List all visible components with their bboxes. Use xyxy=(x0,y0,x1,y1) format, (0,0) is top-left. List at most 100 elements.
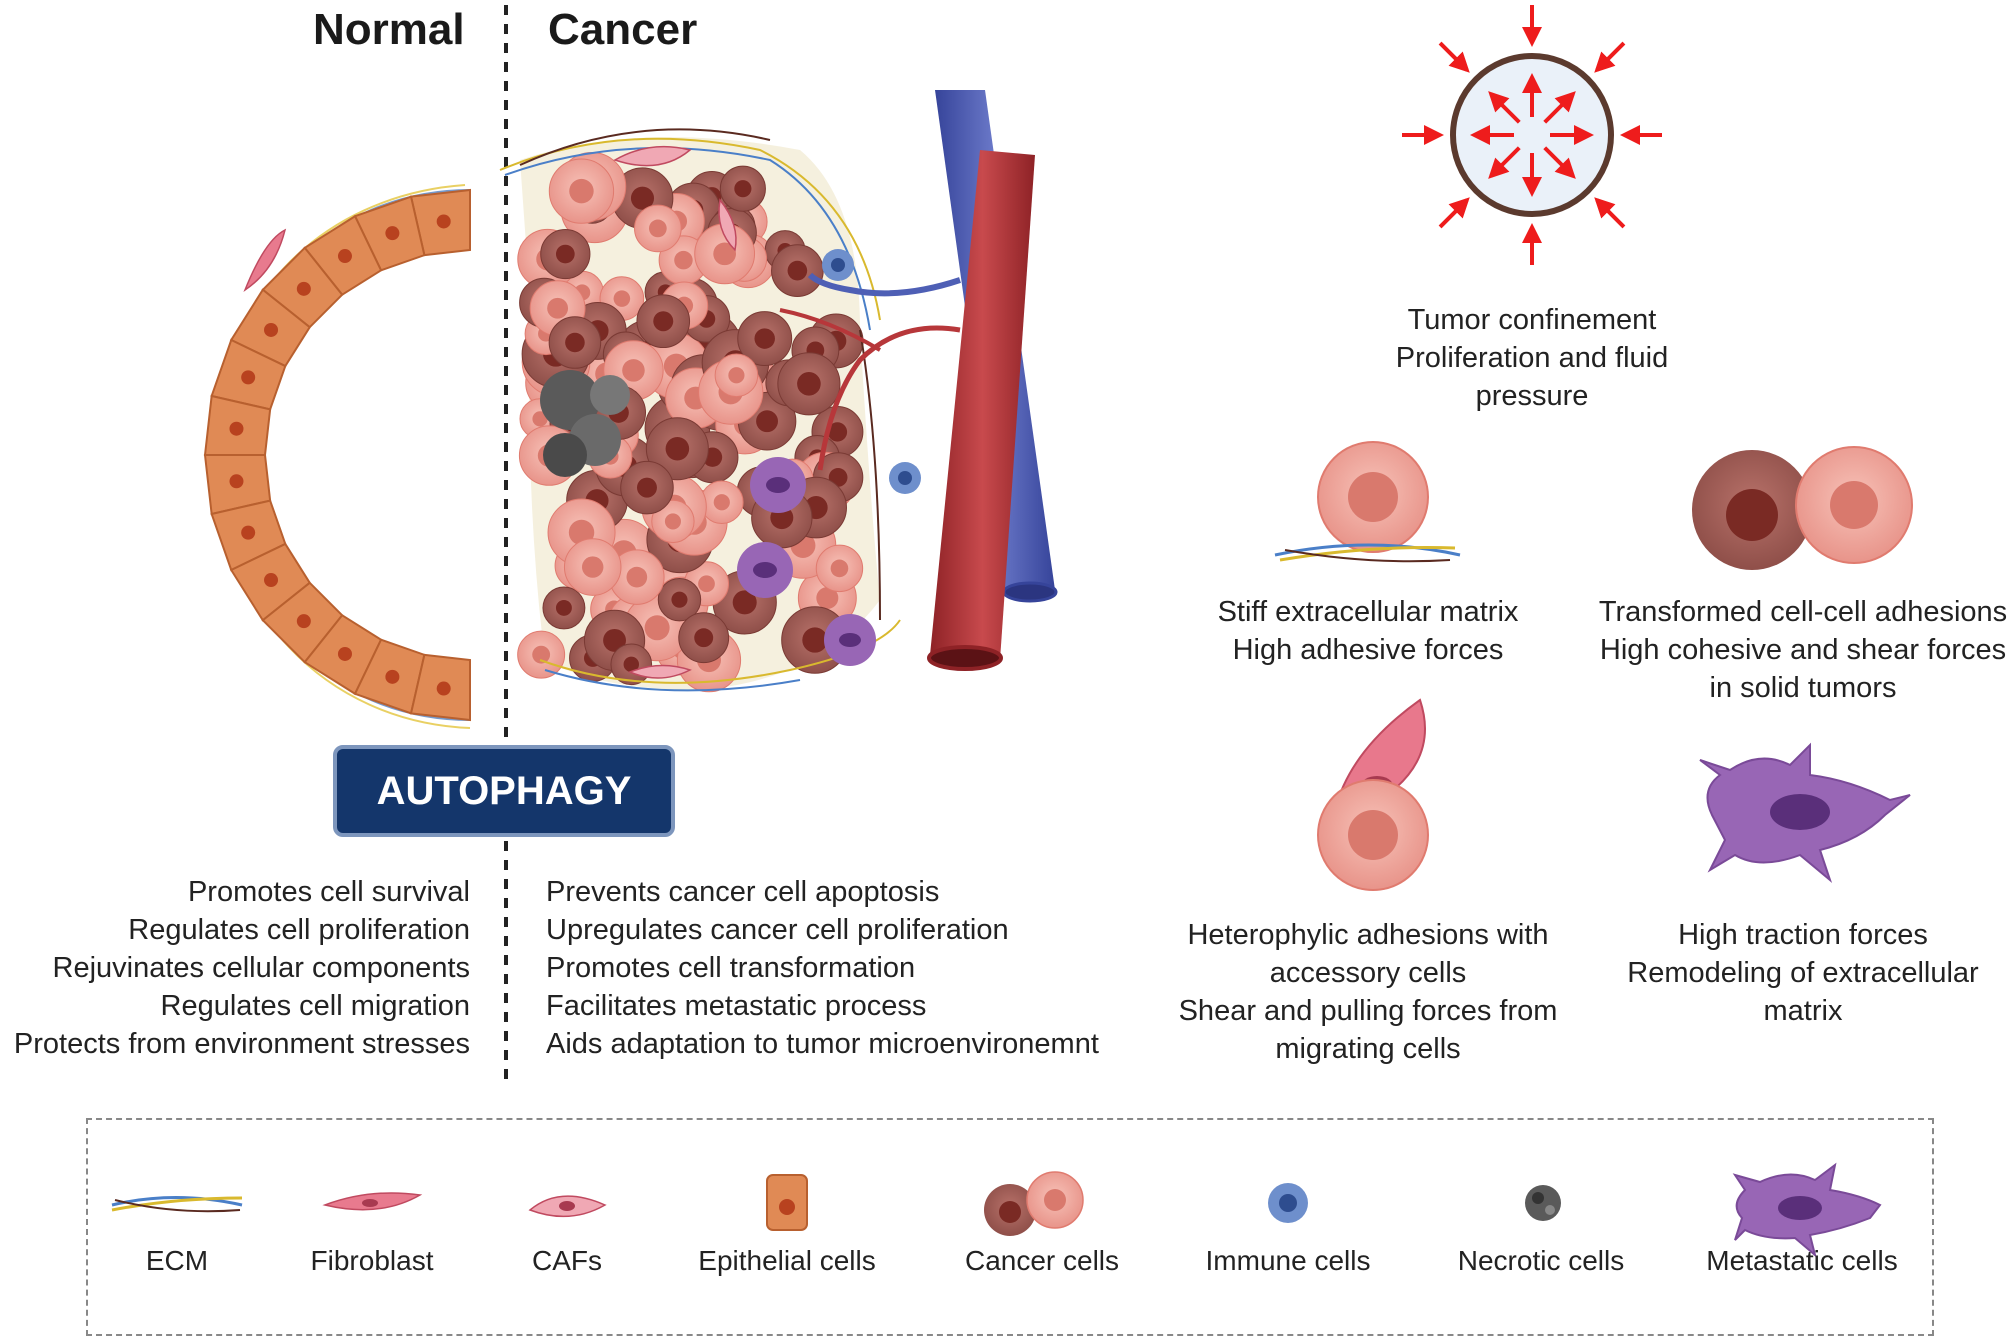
fibroblast-normal xyxy=(243,228,287,292)
normal-role: Regulates cell migration xyxy=(160,990,470,1022)
normal-role: Protects from environment stresses xyxy=(13,1028,470,1060)
inward-arrow xyxy=(1594,197,1626,229)
traction-force-icon xyxy=(1699,742,1911,884)
tumor-cell xyxy=(699,480,744,525)
cancer-role: Facilitates metastatic process xyxy=(546,990,927,1022)
ecm-caption: Stiff extracellular matrix High adhesive… xyxy=(1168,593,1568,669)
outward-arrow xyxy=(1488,91,1521,124)
tumor-cell xyxy=(620,460,674,515)
tumor-cell xyxy=(609,549,665,605)
tumor-cell xyxy=(694,223,756,285)
metastatic-cell-tumor-2 xyxy=(737,542,793,598)
tumor-cell xyxy=(737,311,793,367)
legend-label-epithelial: Epithelial cells xyxy=(698,1245,876,1276)
cancer-role: Aids adaptation to tumor microenvironemn… xyxy=(546,1028,1099,1060)
tumor-cell xyxy=(651,499,695,544)
cancer-roles-list: Prevents cancer cell apoptosis Upregulat… xyxy=(546,873,1099,1063)
tumor-cell xyxy=(540,228,591,280)
metastatic-cell-tumor-3 xyxy=(824,614,876,666)
caf-tumor-1 xyxy=(613,145,692,167)
caption-line: High cohesive and shear forces xyxy=(1599,634,2007,666)
normal-role: Rejuvinates cellular components xyxy=(52,952,471,984)
epithelial-cell xyxy=(409,653,471,722)
tumor-cell xyxy=(657,577,702,622)
tumor-cell xyxy=(542,586,586,630)
legend-label-cancer: Cancer cells xyxy=(964,1245,1120,1276)
tumor-mass xyxy=(499,128,961,693)
tumor-cell xyxy=(815,544,864,593)
cancer-cells-icon xyxy=(984,1171,1084,1236)
tumor-cell xyxy=(777,352,841,416)
tumor-cell xyxy=(714,353,759,398)
caption-line: High adhesive forces xyxy=(1232,634,1504,666)
inward-arrow xyxy=(1594,41,1626,73)
legend-box xyxy=(86,1118,1934,1336)
caption-line: migrating cells xyxy=(1275,1033,1461,1065)
traction-caption: High traction forces Remodeling of extra… xyxy=(1598,916,2008,1030)
caf-icon xyxy=(528,1195,607,1218)
normal-epithelium xyxy=(203,184,471,729)
artery-opening xyxy=(927,645,1003,671)
legend-label-necrotic: Necrotic cells xyxy=(1457,1245,1625,1276)
inward-arrow xyxy=(1438,197,1470,229)
metastatic-cell-tumor-1 xyxy=(750,457,806,513)
vein-opening xyxy=(1002,581,1058,603)
tumor-cell xyxy=(719,165,766,212)
legend-label-metastatic: Metastatic cells xyxy=(1706,1245,1898,1276)
normal-role: Promotes cell survival xyxy=(187,876,470,908)
caption-line: matrix xyxy=(1763,995,1843,1027)
blood-vessels xyxy=(927,90,1058,671)
heterophylic-force-icon xyxy=(1317,698,1429,891)
normal-role: Regulates cell proliferation xyxy=(128,914,470,946)
caption-line: Heterophylic adhesions with xyxy=(1187,919,1549,951)
caption-line: Shear and pulling forces from xyxy=(1178,995,1558,1027)
caption-line: pressure xyxy=(1475,380,1589,412)
caption-line: Stiff extracellular matrix xyxy=(1217,596,1519,628)
tumor-cell xyxy=(548,158,615,224)
immune-cell-tumor-2 xyxy=(889,462,921,494)
cancer-role: Promotes cell transformation xyxy=(546,952,916,984)
caption-line: in solid tumors xyxy=(1709,672,1897,704)
tumor-cell xyxy=(771,244,824,297)
necrotic-region xyxy=(540,370,630,477)
tumor-cell xyxy=(634,204,682,253)
caption-line: Tumor confinement xyxy=(1407,304,1657,336)
cell-cell-caption: Transformed cell-cell adhesions High coh… xyxy=(1578,593,2008,707)
confinement-diagram xyxy=(1402,5,1662,265)
tumor-cell xyxy=(563,538,622,596)
caption-line: Proliferation and fluid xyxy=(1395,342,1669,374)
legend-label-immune: Immune cells xyxy=(1205,1245,1371,1276)
ecm-force-icon xyxy=(1274,441,1461,563)
epithelial-cell-icon xyxy=(766,1174,808,1231)
legend-label-cafs: CAFs xyxy=(532,1245,602,1276)
necrotic-cell-icon xyxy=(1525,1185,1561,1221)
metastatic-cell-icon xyxy=(1732,1162,1882,1258)
fibroblast-icon xyxy=(322,1192,423,1211)
cell-cell-force-icon xyxy=(1692,446,1913,570)
legend-icons xyxy=(111,1162,1882,1258)
caption-line: accessory cells xyxy=(1269,957,1467,989)
cancer-header: Cancer xyxy=(548,5,698,54)
caption-line: Transformed cell-cell adhesions xyxy=(1598,596,2008,628)
outward-arrow xyxy=(1543,146,1576,179)
caption-line: Remodeling of extracellular xyxy=(1627,957,1979,989)
tumor-cell xyxy=(517,630,566,679)
immune-cell-icon xyxy=(1268,1183,1308,1223)
outward-arrow xyxy=(1543,91,1576,124)
legend-label-fibroblast: Fibroblast xyxy=(310,1245,434,1276)
outward-arrow xyxy=(1488,146,1521,179)
tumor-cell xyxy=(548,316,602,369)
cancer-role: Upregulates cancer cell proliferation xyxy=(546,914,1009,946)
caf-tumor-3 xyxy=(628,664,692,679)
tumor-cell xyxy=(636,294,691,349)
autophagy-badge: AUTOPHAGY xyxy=(333,745,675,837)
normal-roles-list: Promotes cell survival Regulates cell pr… xyxy=(0,873,470,1063)
tumor-cell xyxy=(678,612,730,664)
tumor-cell xyxy=(645,417,709,481)
normal-header: Normal xyxy=(313,5,465,54)
caption-line: High traction forces xyxy=(1678,919,1928,951)
inward-arrow xyxy=(1438,41,1470,73)
ecm-fibers-icon xyxy=(111,1196,243,1213)
caf-tumor-2 xyxy=(718,198,737,252)
